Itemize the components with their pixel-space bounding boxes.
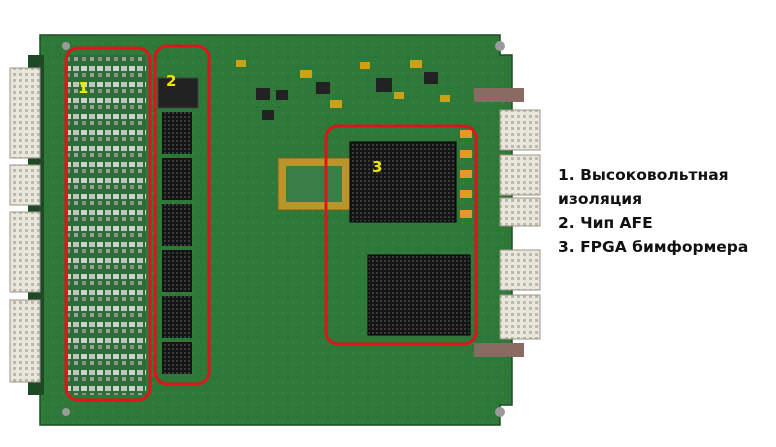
callout-number-3: 3 (372, 158, 382, 176)
legend-item-3: 3. FPGA бимформера (558, 238, 749, 256)
capacitor-row (460, 130, 472, 218)
mounting-screws (62, 41, 505, 417)
callout-number-2: 2 (166, 72, 176, 90)
legend: 1. Высоковольтная изоляция 2. Чип AFE 3.… (558, 163, 772, 259)
afe-heatsink-column (157, 77, 199, 374)
right-connectors (474, 88, 541, 357)
highlight-box-2 (153, 44, 211, 386)
legend-item-2: 2. Чип AFE (558, 214, 653, 232)
fpga-heatsink-bottom (367, 254, 471, 336)
left-connectors (9, 67, 41, 383)
legend-item-1: 1. Высоковольтная изоляция (558, 166, 729, 208)
fpga-heatsink-top (349, 141, 457, 223)
highlight-box-3 (324, 124, 478, 346)
callout-number-1: 1 (78, 79, 88, 97)
small-components (236, 60, 450, 108)
isolation-component-field (68, 55, 146, 395)
highlight-box-1 (64, 46, 152, 402)
